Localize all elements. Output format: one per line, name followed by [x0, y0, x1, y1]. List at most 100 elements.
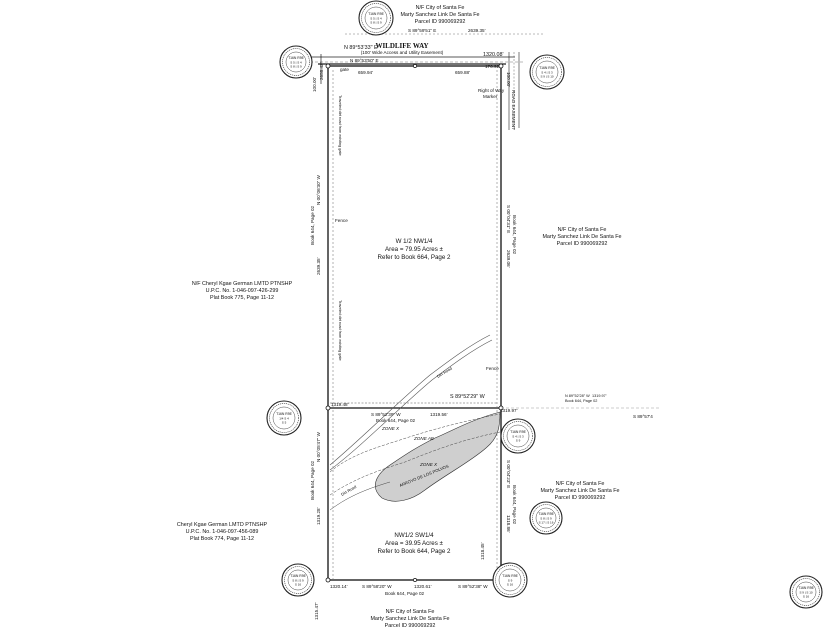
- left-owner-lower-line-1: Cheryl Kgae German LMTD PTNSHP: [177, 522, 268, 528]
- seal-sub2: S 8 | S 9: [290, 65, 302, 69]
- seal-title: T16N R9E: [510, 430, 527, 434]
- property-boundary: [325, 63, 504, 583]
- fence-note-mid: Traveled dirt road from existing gate: [338, 300, 342, 361]
- right-owner-upper-line-2: Marty Sanchez Link De Santa Fe: [542, 234, 621, 240]
- bottom-book: Book 644, Page 02: [385, 591, 425, 596]
- seal-sub2: S 9: [516, 439, 521, 443]
- seal-title: T16N R9E: [288, 56, 305, 60]
- seal-sub: S 8 | S 9: [292, 579, 304, 583]
- bottom-right-bearing: S 89°52'38" W: [458, 584, 488, 589]
- seal-sub2: S 17 | S 16: [539, 521, 554, 525]
- top-owner-line-1: N/F City of Santa Fe: [416, 5, 465, 11]
- seal-sub: S 5 | S 4: [370, 17, 382, 21]
- east-lower-book: Book 644, Page 02: [512, 485, 517, 525]
- right-of-way-label-1: Right of Way: [478, 88, 505, 93]
- west-lower-bearing: N 00°05'47" W: [316, 431, 321, 462]
- top-owner-line-3: Parcel ID 990069292: [415, 19, 466, 25]
- left-owner-upper-line-1: N/F Cheryl Kgae German LMTD PTNSHP: [192, 281, 293, 287]
- road-bearing-top: N 89°53'33" E: [344, 45, 378, 51]
- east-note-distance: 1319.97': [592, 394, 607, 398]
- tract-north: W 1/2 NW1/4 Area = 79.95 Acres ± Refer t…: [378, 238, 451, 261]
- mid-book: Book 644, Page 02: [376, 418, 416, 423]
- left-owner-upper-line-2: U.P.C. No. 1-046-097-426-299: [206, 288, 279, 294]
- east-note-book: Book 644, Page 02: [565, 399, 597, 403]
- top-owner-line-2: Marty Sanchez Link De Santa Fe: [400, 12, 479, 18]
- bottom-left-distance: 1320.14': [330, 584, 348, 589]
- seal-title: T16N R9E: [538, 512, 555, 516]
- tract-south-reference: Refer to Book 644, Page 2: [378, 548, 451, 555]
- seal-title: T16N R9E: [368, 12, 385, 16]
- road-subtitle: (100' Wide Access and Utility Easement): [361, 50, 444, 55]
- road-mid-label: Dirt Road: [436, 366, 453, 379]
- left-easement-width: 100.00': [312, 77, 317, 92]
- west-lower-distance: 1319.28': [316, 507, 321, 525]
- right-easement-label: ROAD EASEMENT: [511, 90, 516, 130]
- left-owner-lower-line-2: U.P.C. No. 1-046-097-456-089: [186, 529, 259, 535]
- right-easement-width: 100.00': [506, 72, 511, 87]
- right-owner-upper: N/F City of Santa Fe Marty Sanchez Link …: [542, 227, 621, 247]
- seal-title: T16N R9E: [798, 586, 815, 590]
- left-owner-upper: N/F Cheryl Kgae German LMTD PTNSHP U.P.C…: [192, 281, 293, 301]
- seal-title: T16N R9E: [290, 574, 307, 578]
- bottom-line-labels: S 89°58'20" W S 89°52'38" W 1320.14' 132…: [314, 542, 488, 620]
- seal-sub2: S 16: [295, 583, 302, 587]
- tract-south-name: NW1/2 SW1/4: [394, 532, 434, 539]
- road-distance-top: 1320.08': [483, 52, 504, 58]
- east-lower-distance: 1318.86': [506, 515, 511, 533]
- seal-sub: S 9 | S 10: [799, 591, 812, 595]
- west-lower-book: Book 644, Page 02: [310, 460, 315, 500]
- left-owner-lower: Cheryl Kgae German LMTD PTNSHP U.P.C. No…: [177, 522, 268, 542]
- mid-right-distance: 1319.97': [500, 408, 518, 413]
- bottom-owner-line-2: Marty Sanchez Link De Santa Fe: [370, 616, 449, 622]
- seal-title: T16N R9E: [502, 574, 519, 578]
- north-right-half-distance: 659.88': [455, 70, 470, 75]
- road-name: WILDLIFE WAY: [375, 42, 428, 50]
- tract-north-area: Area = 79.95 Acres ±: [385, 246, 444, 253]
- seal-sub2: S 16: [507, 583, 514, 587]
- road-bearing-inner: N 89°53'50" E: [350, 58, 379, 63]
- seal-sub: S 5 | S 4: [290, 61, 302, 65]
- west-upper-book: Book 644, Page 02: [310, 205, 315, 245]
- side-labels: N 00°06'30" W Book 644, Page 02 2639.35'…: [310, 95, 517, 533]
- bottom-west-distance: 1315.47': [314, 602, 319, 620]
- north-left-half-distance: 659.94': [358, 70, 373, 75]
- tract-north-reference: Refer to Book 664, Page 2: [378, 254, 451, 261]
- bottom-owner-line-3: Parcel ID 990069292: [385, 623, 436, 629]
- fence-note-upper: Traveled dirt road from existing gate: [338, 95, 342, 156]
- seal-title: T16N R9E: [539, 66, 556, 70]
- seal-sub: S 4 | S 3: [512, 435, 524, 439]
- right-owner-lower-line-2: Marty Sanchez Link De Santa Fe: [540, 488, 619, 494]
- mid-bearing: S 89°52'29" W: [450, 394, 486, 400]
- tract-south: NW1/2 SW1/4 Area = 39.95 Acres ± Refer t…: [378, 532, 451, 555]
- wildlife-way-road: WILDLIFE WAY (100' Wide Access and Utili…: [300, 42, 525, 130]
- zone-x-lower-label: ZONE X: [419, 462, 438, 467]
- left-easement-distance: 2658.42': [319, 62, 324, 80]
- right-owner-upper-line-1: N/F City of Santa Fe: [558, 227, 607, 233]
- east-upper-book: Book 644, Page 02: [512, 215, 517, 255]
- left-owner-upper-line-3: Plat Book 775, Page 11-12: [210, 295, 274, 301]
- gate-label: gate: [340, 67, 349, 72]
- bottom-left-bearing: S 89°58'20" W: [362, 584, 392, 589]
- bottom-owner-line-1: N/F City of Santa Fe: [386, 609, 435, 615]
- left-owner-lower-line-3: Plat Book 774, Page 11-12: [190, 536, 254, 542]
- west-upper-bearing: N 00°06'30" W: [316, 174, 321, 205]
- bottom-east-distance: 1318.45': [480, 542, 485, 560]
- right-of-way-label-2: Marker: [483, 94, 498, 99]
- seal-sub2: S 8 | S 9: [370, 21, 382, 25]
- zone-ae-label: ZONE AE: [413, 436, 435, 441]
- seal-sub2: S 5: [282, 421, 287, 425]
- right-owner-lower-line-3: Parcel ID 990069292: [555, 495, 606, 501]
- right-owner-lower-line-1: N/F City of Santa Fe: [556, 481, 605, 487]
- seal-sub: S 8 | S 9: [540, 517, 552, 521]
- tract-south-area: Area = 39.95 Acres ±: [385, 540, 444, 547]
- bottom-mid-distance: 1320.61': [414, 584, 432, 589]
